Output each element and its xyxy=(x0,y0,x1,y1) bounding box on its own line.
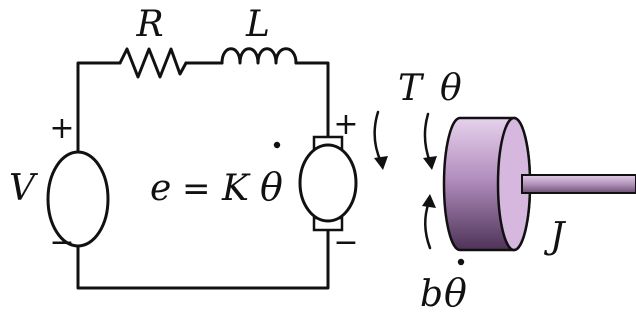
resistor xyxy=(118,47,188,79)
inertia-label: J xyxy=(543,216,567,257)
damping-theta: θ xyxy=(444,271,467,315)
torque-label: T xyxy=(398,68,425,109)
angle-label: θ xyxy=(440,68,462,109)
source-plus-sign: + xyxy=(49,111,74,146)
emf-symbol: e xyxy=(150,168,171,209)
wire-motor-bottom xyxy=(76,228,330,290)
torque-arrowhead xyxy=(374,156,388,170)
motor-symbol xyxy=(298,135,358,232)
emf-constant: K xyxy=(221,168,251,209)
inductor-label: L xyxy=(245,4,270,45)
motor-plus-sign: + xyxy=(333,107,358,142)
wire-top-left xyxy=(76,61,122,154)
torque-arrow xyxy=(373,110,383,164)
rotor-shaft-front xyxy=(521,174,636,194)
back-emf-equation: e = K θ xyxy=(150,141,283,209)
emf-equals: = xyxy=(182,169,211,209)
emf-theta: θ xyxy=(260,165,283,209)
source-minus-sign: − xyxy=(49,225,74,260)
circuit-wires xyxy=(76,61,330,290)
angle-arrowhead xyxy=(423,156,437,170)
voltage-source xyxy=(46,150,110,248)
angle-arrow xyxy=(423,112,432,164)
motor-minus-sign: − xyxy=(333,225,358,260)
rotor-inertia xyxy=(442,116,636,252)
damping-arrowhead xyxy=(422,194,436,208)
wire-top-right xyxy=(294,61,330,139)
damping-theta-dot xyxy=(457,258,465,266)
voltage-source-label: V xyxy=(9,168,39,209)
damping-arrow xyxy=(424,200,432,250)
inductor xyxy=(220,47,298,65)
damping-b: b xyxy=(420,274,443,315)
emf-theta-dot xyxy=(273,141,281,149)
resistor-label: R xyxy=(135,4,163,45)
